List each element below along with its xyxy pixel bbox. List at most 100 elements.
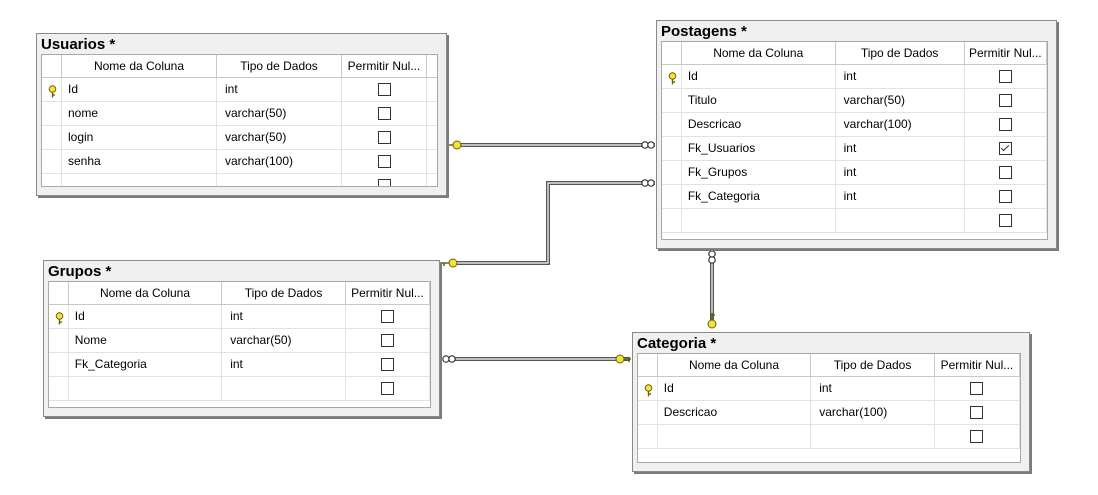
column-name-cell[interactable]: Descricao xyxy=(658,401,812,424)
column-name-cell[interactable]: Fk_Usuarios xyxy=(682,137,836,160)
table-row[interactable] xyxy=(49,377,430,401)
relationship-grupos-categoria[interactable] xyxy=(442,354,631,364)
allow-nulls-checkbox[interactable] xyxy=(998,118,1012,131)
data-type-cell[interactable]: varchar(50) xyxy=(836,89,965,112)
allow-nulls-checkbox[interactable] xyxy=(970,382,984,395)
column-name-cell[interactable]: Fk_Categoria xyxy=(69,353,223,376)
data-type-cell[interactable]: int xyxy=(836,161,965,184)
row-selector[interactable] xyxy=(638,425,658,448)
relationship-postagens-grupos[interactable] xyxy=(442,179,655,268)
allow-nulls-checkbox[interactable] xyxy=(998,70,1012,83)
column-name-cell[interactable]: Nome xyxy=(69,329,223,352)
allow-nulls-checkbox[interactable] xyxy=(998,94,1012,107)
column-name-cell[interactable]: Fk_Grupos xyxy=(682,161,836,184)
row-selector[interactable] xyxy=(49,305,69,328)
row-selector[interactable] xyxy=(662,161,682,184)
data-type-cell[interactable]: varchar(50) xyxy=(217,126,342,149)
column-name-cell[interactable] xyxy=(658,425,812,448)
row-selector[interactable] xyxy=(49,377,69,400)
data-type-cell[interactable] xyxy=(217,174,342,186)
column-name-cell[interactable]: nome xyxy=(62,102,217,125)
data-type-cell[interactable]: int xyxy=(217,78,342,101)
allow-nulls-checkbox[interactable] xyxy=(377,155,391,168)
column-name-cell[interactable]: login xyxy=(62,126,217,149)
data-type-cell[interactable]: varchar(50) xyxy=(222,329,346,352)
row-selector[interactable] xyxy=(662,209,682,232)
row-selector[interactable] xyxy=(662,113,682,136)
table-row[interactable] xyxy=(662,209,1047,233)
relationship-postagens-categoria[interactable] xyxy=(707,250,717,329)
data-type-cell[interactable] xyxy=(811,425,935,448)
data-type-cell[interactable]: varchar(100) xyxy=(217,150,342,173)
allow-nulls-checkbox[interactable] xyxy=(998,214,1012,227)
allow-nulls-checkbox[interactable] xyxy=(377,179,391,186)
row-selector[interactable] xyxy=(42,126,62,149)
row-selector[interactable] xyxy=(49,353,69,376)
column-name-cell[interactable]: senha xyxy=(62,150,217,173)
allow-nulls-checkbox[interactable] xyxy=(998,190,1012,203)
data-type-cell[interactable]: int xyxy=(836,185,965,208)
data-type-cell[interactable]: int xyxy=(222,353,346,376)
column-name-cell[interactable]: Id xyxy=(69,305,223,328)
relationship-postagens-usuarios[interactable] xyxy=(446,140,655,150)
row-selector[interactable] xyxy=(638,377,658,400)
allow-nulls-checkbox[interactable] xyxy=(970,430,984,443)
allow-nulls-checkbox[interactable] xyxy=(998,142,1012,155)
row-selector[interactable] xyxy=(42,78,62,101)
row-selector[interactable] xyxy=(638,401,658,424)
data-type-cell[interactable]: varchar(50) xyxy=(217,102,342,125)
column-name-cell[interactable]: Id xyxy=(658,377,812,400)
data-type-cell[interactable]: int xyxy=(222,305,346,328)
column-name-cell[interactable]: Descricao xyxy=(682,113,836,136)
allow-nulls-checkbox[interactable] xyxy=(377,131,391,144)
data-type-cell[interactable] xyxy=(222,377,346,400)
data-type-cell[interactable]: int xyxy=(836,65,965,88)
column-name-cell[interactable]: Titulo xyxy=(682,89,836,112)
data-type-cell[interactable]: varchar(100) xyxy=(811,401,935,424)
allow-nulls-checkbox[interactable] xyxy=(998,166,1012,179)
row-selector[interactable] xyxy=(42,150,62,173)
column-name-cell[interactable]: Id xyxy=(682,65,836,88)
allow-nulls-checkbox[interactable] xyxy=(377,107,391,120)
allow-nulls-checkbox[interactable] xyxy=(380,334,394,347)
row-selector[interactable] xyxy=(662,137,682,160)
allow-nulls-checkbox[interactable] xyxy=(380,310,394,323)
row-selector[interactable] xyxy=(662,89,682,112)
row-selector[interactable] xyxy=(49,329,69,352)
data-type-cell[interactable]: int xyxy=(811,377,935,400)
column-name-cell[interactable] xyxy=(69,377,223,400)
data-type-cell[interactable]: varchar(100) xyxy=(836,113,965,136)
allow-nulls-checkbox[interactable] xyxy=(380,358,394,371)
table-row[interactable] xyxy=(42,174,437,186)
column-name-cell[interactable]: Fk_Categoria xyxy=(682,185,836,208)
allow-nulls-checkbox[interactable] xyxy=(970,406,984,419)
row-selector[interactable] xyxy=(42,102,62,125)
allow-nulls-checkbox[interactable] xyxy=(377,83,391,96)
row-selector[interactable] xyxy=(42,174,62,186)
allow-nulls-checkbox[interactable] xyxy=(380,382,394,395)
table-row[interactable] xyxy=(638,425,1020,449)
data-type-cell[interactable]: int xyxy=(836,137,965,160)
column-name-cell[interactable] xyxy=(682,209,836,232)
data-type-cell[interactable] xyxy=(836,209,965,232)
column-name-cell[interactable]: Id xyxy=(62,78,217,101)
column-name-cell[interactable] xyxy=(62,174,217,186)
